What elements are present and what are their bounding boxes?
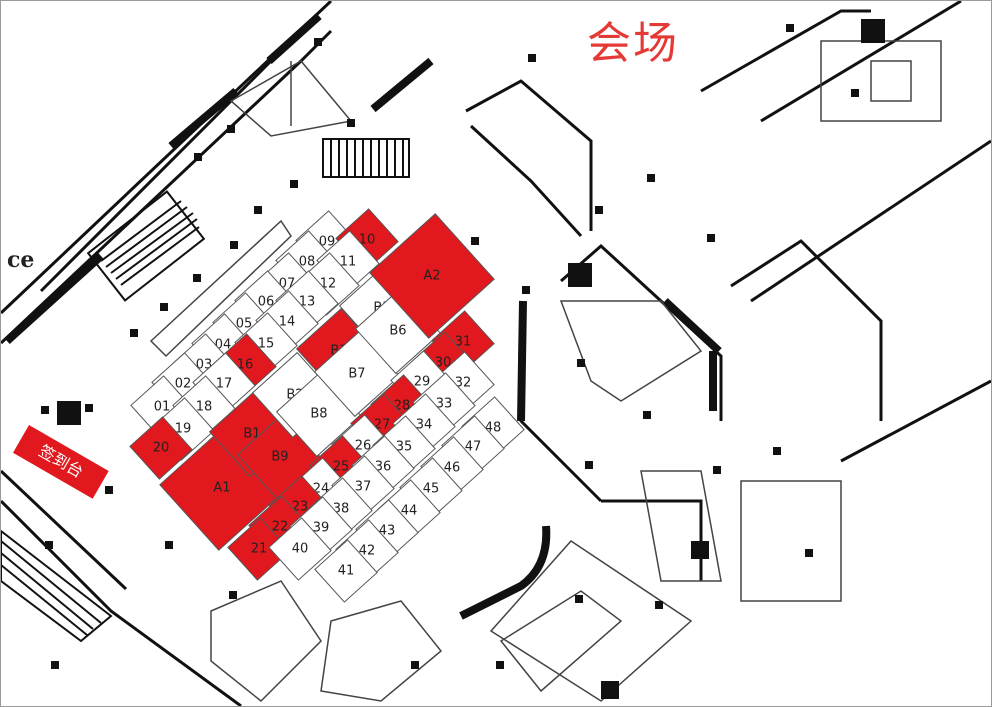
stairs-top xyxy=(322,138,410,178)
booth-label: 26 xyxy=(355,439,372,454)
booth-20 xyxy=(129,416,193,480)
booth-label: A1 xyxy=(213,481,230,496)
booth-label: 36 xyxy=(375,460,392,475)
booth-label: 19 xyxy=(175,422,192,437)
booth-label: 42 xyxy=(359,544,376,559)
booth-label: B6 xyxy=(389,324,406,339)
booth-label: 16 xyxy=(237,358,254,373)
booth-box xyxy=(129,416,193,480)
booth-label: 21 xyxy=(251,542,268,557)
booth-label: 01 xyxy=(154,400,171,415)
booth-label: 13 xyxy=(299,295,316,310)
booth-label: 44 xyxy=(401,504,418,519)
booth-40 xyxy=(268,517,332,581)
booth-label: 40 xyxy=(292,542,309,557)
booth-label: 27 xyxy=(374,418,391,433)
booth-label: 10 xyxy=(359,233,376,248)
booth-label: 45 xyxy=(423,482,440,497)
booth-label: 25 xyxy=(333,460,350,475)
room-outlines xyxy=(149,40,942,703)
booth-label: 35 xyxy=(396,440,413,455)
booth-label: 47 xyxy=(465,440,482,455)
booth-label: 23 xyxy=(292,500,309,515)
booth-label: 22 xyxy=(272,520,289,535)
booth-label: 29 xyxy=(414,375,431,390)
booth-label: B7 xyxy=(348,367,365,382)
booth-a2 xyxy=(369,213,495,339)
booth-label: B9 xyxy=(271,450,288,465)
stairs-bottom-left xyxy=(1,529,113,643)
booth-label: B8 xyxy=(310,407,327,422)
venue-title: 会场 xyxy=(587,18,679,69)
booth-box xyxy=(369,213,495,339)
booth-label: 05 xyxy=(236,317,253,332)
booth-label: 43 xyxy=(379,524,396,539)
booth-label: 06 xyxy=(258,295,275,310)
booth-box xyxy=(227,517,291,581)
booth-label: 39 xyxy=(313,521,330,536)
booth-label: 30 xyxy=(435,356,452,371)
thick-wall-bars xyxy=(4,13,722,620)
booth-label: 37 xyxy=(355,480,372,495)
booth-label: 20 xyxy=(153,441,170,456)
booth-21 xyxy=(227,517,291,581)
booth-41 xyxy=(314,539,378,603)
booth-label: 17 xyxy=(216,377,233,392)
booth-label: 34 xyxy=(416,418,433,433)
booth-box xyxy=(268,517,332,581)
stairs-left xyxy=(86,190,206,302)
booth-label: 15 xyxy=(258,337,275,352)
booth-label: 41 xyxy=(338,564,355,579)
booth-label: 31 xyxy=(455,335,472,350)
booth-label: 02 xyxy=(175,377,192,392)
booth-label: 11 xyxy=(340,255,357,270)
booth-label: 32 xyxy=(455,376,472,391)
booth-box xyxy=(314,539,378,603)
column-markers xyxy=(41,19,885,699)
booth-label: 18 xyxy=(196,400,213,415)
booth-label: 09 xyxy=(319,235,336,250)
booth-label: 08 xyxy=(299,255,316,270)
booth-label: 46 xyxy=(444,461,461,476)
booth-label: 33 xyxy=(436,397,453,412)
booth-label: A2 xyxy=(423,269,440,284)
booth-label: 14 xyxy=(279,315,296,330)
entrance-label: ce xyxy=(7,247,35,273)
